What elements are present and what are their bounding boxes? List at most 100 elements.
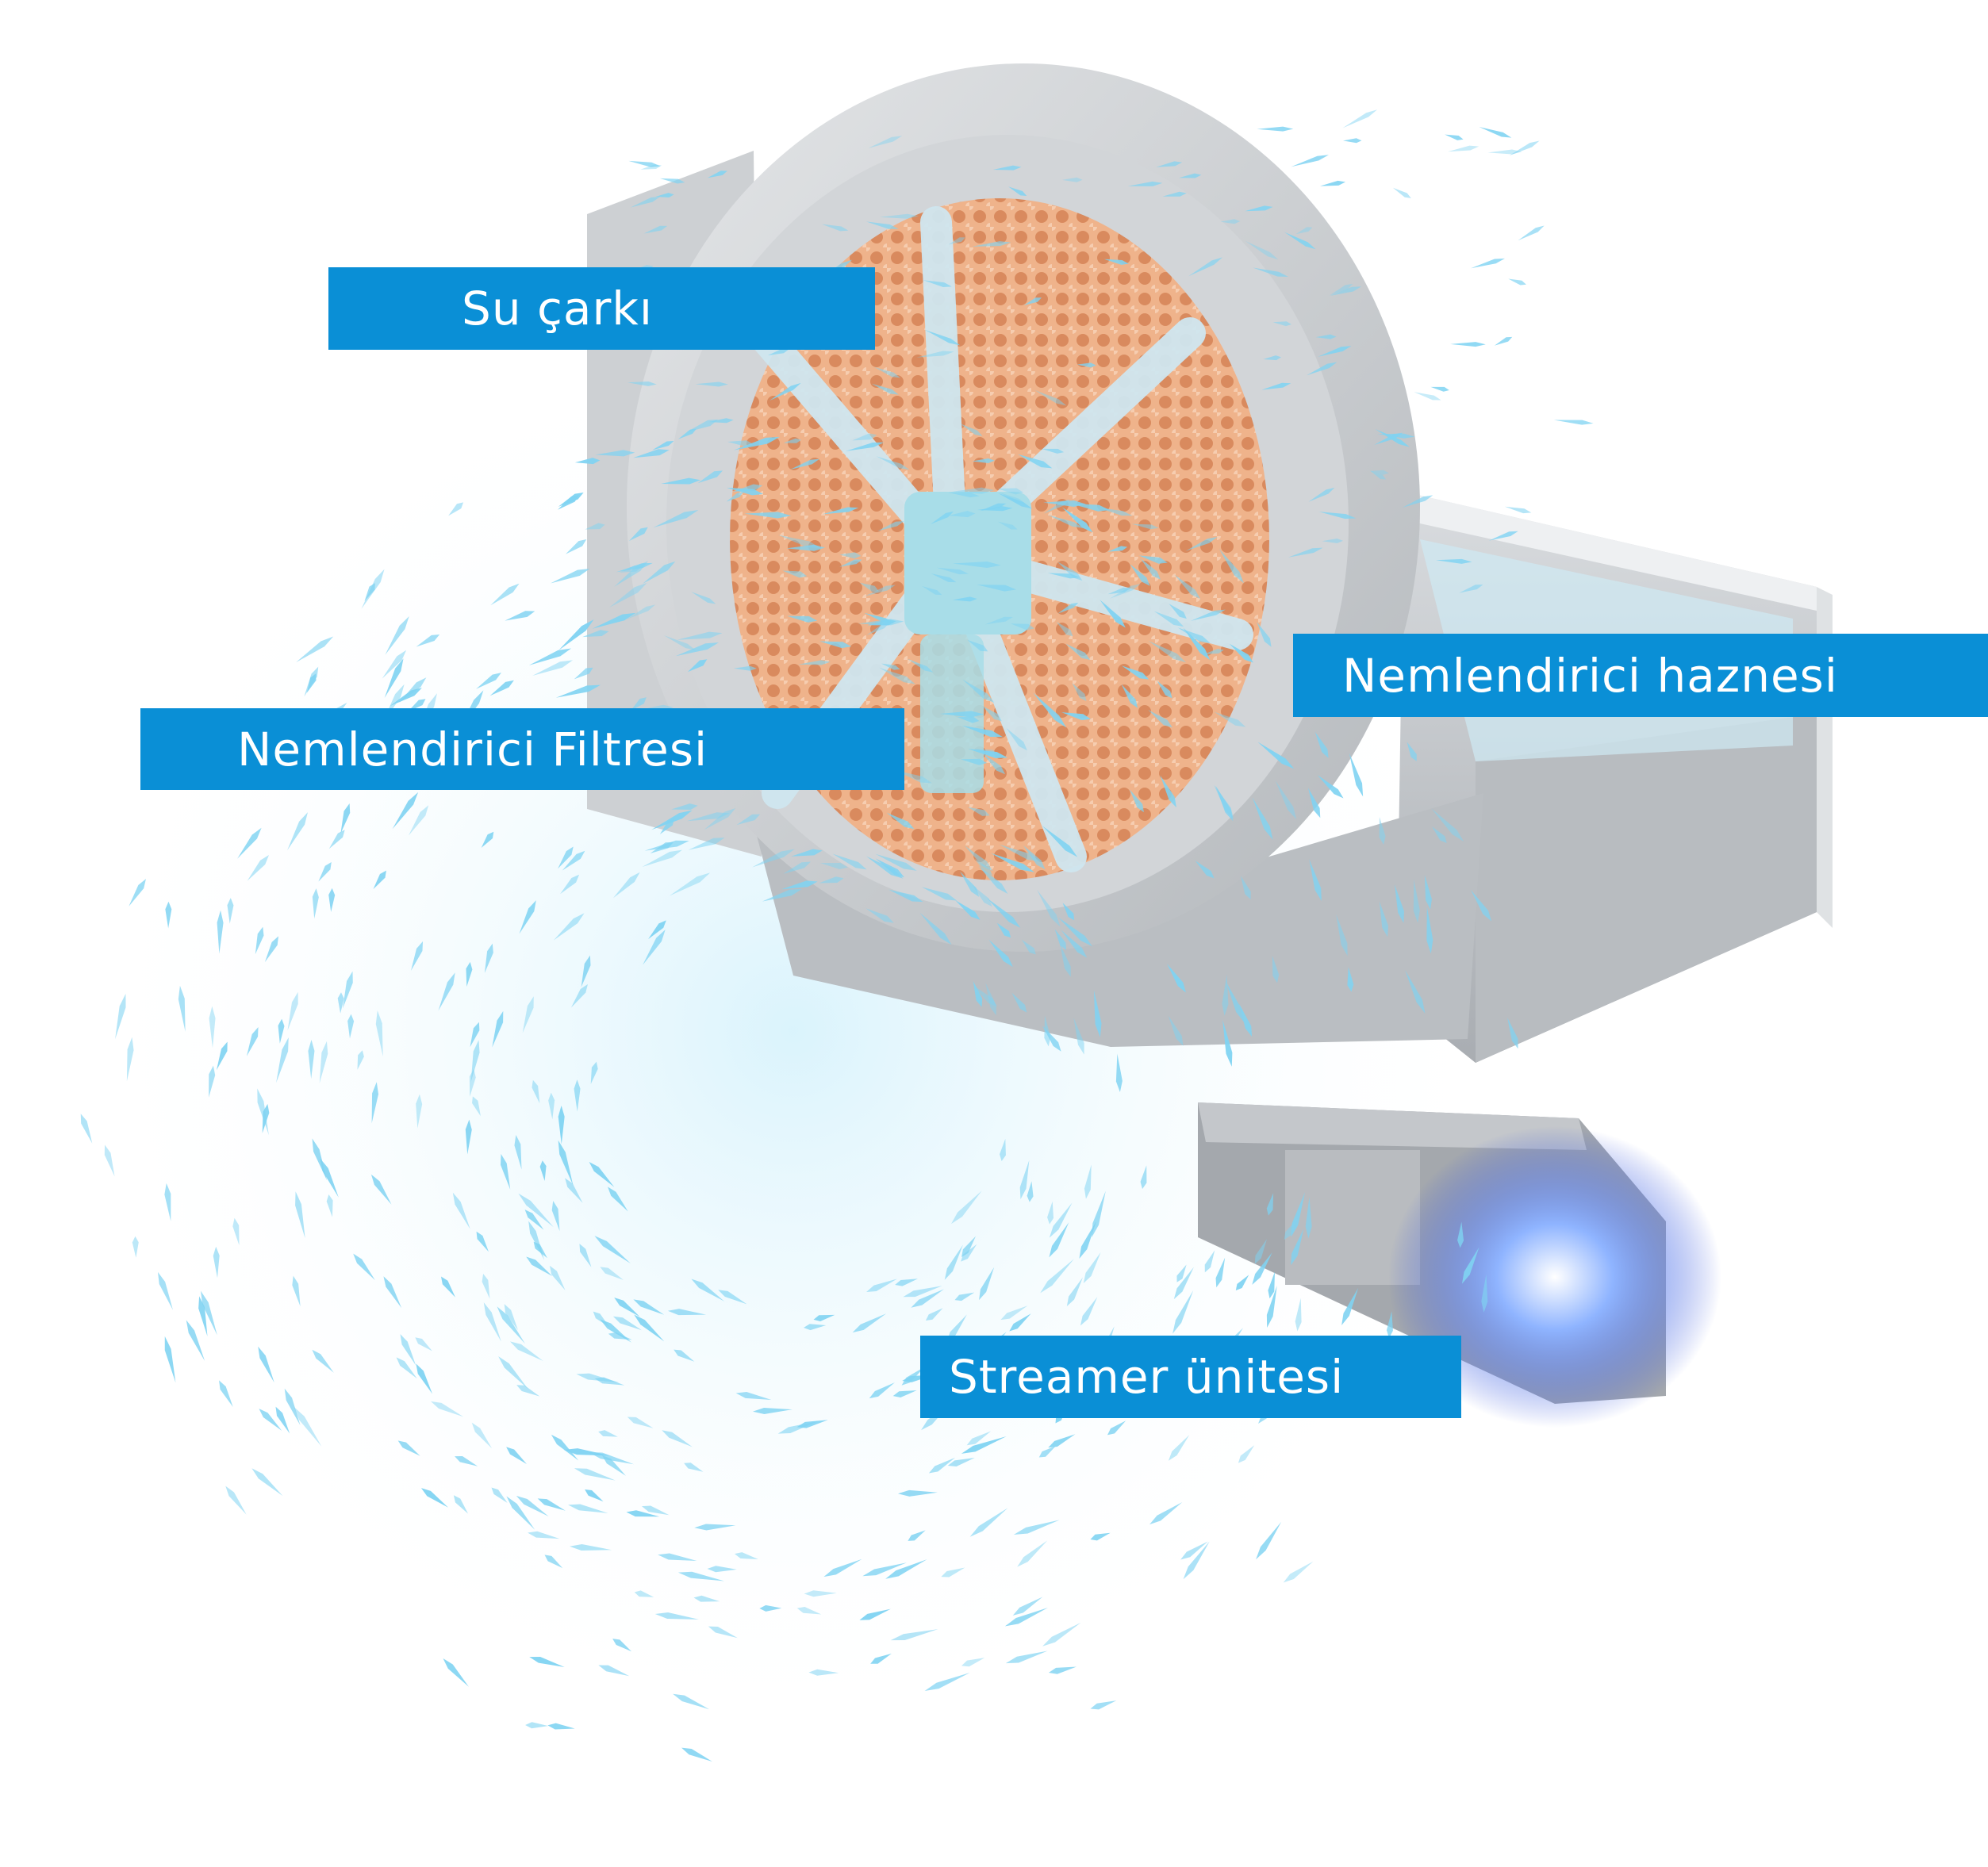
mist-particle	[1090, 1532, 1111, 1541]
mist-particle	[1107, 1420, 1126, 1436]
mist-particle	[217, 910, 224, 954]
mist-particle	[284, 1388, 301, 1426]
mist-particle	[568, 1504, 608, 1513]
mist-particle	[925, 1308, 943, 1321]
mist-particle	[781, 880, 818, 890]
mist-particle	[1215, 785, 1234, 822]
mist-particle	[980, 503, 1007, 512]
mist-particle	[397, 1440, 420, 1456]
mist-particle	[630, 196, 661, 208]
mist-particle	[1308, 487, 1335, 502]
mist-particle	[1459, 585, 1483, 593]
mist-particle	[570, 1544, 612, 1551]
mist-particle	[614, 1298, 640, 1317]
mist-particle	[1140, 558, 1161, 580]
mist-particle	[1481, 1274, 1488, 1313]
mist-particle	[491, 1487, 508, 1503]
mist-particle	[1156, 161, 1183, 167]
mist-particle	[962, 679, 995, 703]
mist-particle	[549, 1265, 566, 1290]
mist-particle	[626, 1510, 660, 1517]
mist-particle	[658, 1553, 697, 1561]
humidifier-filter-label-text: Nemlendirici Filtresi	[237, 722, 708, 776]
mist-particle	[483, 1302, 501, 1342]
mist-particle	[1257, 126, 1294, 132]
mist-particle	[1407, 742, 1417, 761]
mist-particle	[1402, 495, 1433, 508]
mist-particle	[796, 1607, 822, 1615]
mist-particle	[782, 570, 808, 578]
mist-particle	[1314, 731, 1329, 758]
mist-particle	[977, 585, 1016, 592]
mist-particle	[528, 648, 572, 665]
mist-particle	[326, 1194, 333, 1217]
mist-particle	[1062, 903, 1075, 921]
mist-particle	[681, 1747, 712, 1762]
mist-particle	[1167, 964, 1186, 993]
mist-particle	[675, 642, 720, 657]
mist-particle	[1379, 817, 1386, 845]
mist-particle	[964, 845, 993, 872]
mist-particle	[532, 1079, 540, 1104]
mist-particle	[1090, 1700, 1117, 1710]
mist-particle	[1049, 1222, 1069, 1258]
mist-particle	[295, 1191, 305, 1239]
mist-particle	[416, 634, 440, 647]
mist-particle	[262, 1103, 270, 1133]
mist-particle	[612, 1316, 642, 1331]
mist-particle	[968, 807, 990, 816]
mist-particle	[733, 665, 757, 671]
mist-particle	[951, 1190, 982, 1225]
mist-particle	[558, 1140, 574, 1186]
mist-particle	[1252, 1252, 1272, 1285]
mist-particle	[767, 348, 789, 356]
mist-particle	[886, 812, 915, 830]
mist-particle	[1450, 342, 1486, 347]
mist-particle	[1266, 1193, 1274, 1216]
mist-particle	[1343, 138, 1362, 144]
mist-particle	[1395, 884, 1404, 923]
mist-particle	[1083, 1252, 1101, 1284]
mist-particle	[1336, 914, 1348, 957]
mist-particle	[1179, 173, 1202, 178]
mist-particle	[1291, 155, 1329, 167]
mist-particle	[650, 841, 674, 853]
mist-particle	[528, 1221, 545, 1260]
mist-particle	[548, 1092, 555, 1120]
mist-particle	[1157, 680, 1172, 699]
mist-particle	[852, 1313, 887, 1333]
mist-particle	[808, 1669, 839, 1676]
mist-particle	[1115, 1053, 1123, 1092]
mist-particle	[80, 1114, 93, 1144]
mist-particle	[287, 812, 308, 851]
mist-particle	[707, 1566, 737, 1573]
mist-particle	[296, 636, 334, 663]
mist-particle	[469, 1068, 476, 1097]
mist-particle	[1047, 515, 1084, 528]
mist-particle	[871, 383, 899, 395]
mist-particle	[164, 1183, 171, 1221]
mist-particle	[1000, 1138, 1006, 1162]
mist-particle	[448, 502, 464, 516]
mist-particle	[612, 1639, 632, 1652]
mist-particle	[859, 582, 879, 592]
mist-particle	[576, 1373, 620, 1383]
mist-particle	[589, 1162, 615, 1187]
mist-particle	[481, 831, 494, 848]
mist-particle	[1307, 362, 1337, 376]
mist-particle	[385, 616, 409, 655]
mist-particle	[919, 912, 952, 945]
mist-particle	[1432, 826, 1447, 843]
mist-particle	[555, 684, 601, 698]
mist-particle	[948, 237, 965, 245]
mist-particle	[409, 805, 429, 836]
mist-particle	[594, 1236, 631, 1263]
mist-particle	[961, 725, 1004, 738]
mist-particle	[895, 1279, 918, 1286]
mist-particle	[157, 1271, 173, 1310]
mist-particle	[998, 521, 1018, 530]
mist-particle	[865, 585, 896, 596]
mist-particle	[198, 1296, 208, 1336]
mist-particle	[697, 470, 723, 484]
mist-particle	[1023, 297, 1042, 305]
